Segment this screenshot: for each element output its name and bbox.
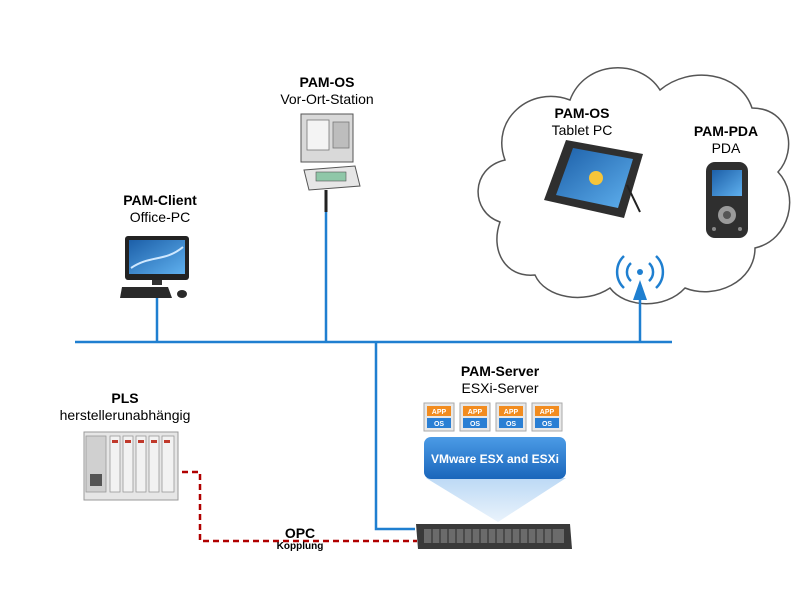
vm-tile: APP OS: [531, 402, 563, 432]
node-subtitle: PDA: [711, 140, 741, 156]
svg-text:APP: APP: [504, 409, 519, 416]
pam-pda-label: PAM-PDA PDA: [676, 123, 776, 157]
field-station-icon: [300, 113, 361, 212]
coupling-title: OPC: [284, 525, 316, 541]
vm-tile: APP OS: [495, 402, 527, 432]
svg-text:APP: APP: [432, 409, 447, 416]
pda-icon: [706, 162, 748, 238]
wireless-antenna-icon: [615, 255, 665, 300]
node-subtitle: Office-PC: [129, 209, 191, 225]
node-subtitle: ESXi-Server: [461, 380, 539, 396]
office-pc-icon: [120, 236, 189, 298]
vmware-bar: VMware ESX and ESXi: [424, 437, 566, 479]
coupling-subtitle: Kopplung: [276, 541, 324, 552]
svg-text:OS: OS: [542, 421, 552, 428]
cloud-shape: [477, 67, 791, 305]
virtualization-cone: [426, 478, 566, 522]
vmware-label: VMware ESX and ESXi: [431, 452, 559, 466]
node-title: PAM-PDA: [693, 123, 759, 139]
pam-os-station-label: PAM-OS Vor-Ort-Station: [262, 74, 392, 108]
node-title: PAM-Client: [123, 192, 197, 208]
node-title: PLS: [111, 390, 139, 406]
node-title: PAM-OS: [554, 105, 610, 121]
svg-text:OS: OS: [434, 421, 444, 428]
svg-text:APP: APP: [468, 409, 483, 416]
pam-server-label: PAM-Server ESXi-Server: [440, 363, 560, 397]
server-icon: [416, 524, 572, 549]
node-subtitle: herstellerunabhängig: [59, 407, 191, 423]
node-subtitle: Tablet PC: [551, 122, 613, 138]
opc-coupling-line: [182, 470, 417, 543]
svg-text:OS: OS: [470, 421, 480, 428]
pam-client-label: PAM-Client Office-PC: [95, 192, 225, 226]
node-title: PAM-Server: [460, 363, 540, 379]
opc-coupling-label: OPC Kopplung: [250, 526, 350, 553]
node-subtitle: Vor-Ort-Station: [280, 91, 374, 107]
vm-tile: APP OS: [459, 402, 491, 432]
pls-label: PLS herstellerunabhängig: [40, 390, 210, 424]
tablet-pc-icon: [544, 140, 643, 218]
network-bus: [75, 212, 672, 531]
svg-text:OS: OS: [506, 421, 516, 428]
pam-os-tablet-label: PAM-OS Tablet PC: [532, 105, 632, 139]
vm-tile: APP OS: [423, 402, 455, 432]
svg-text:APP: APP: [540, 409, 555, 416]
pls-controller-icon: [83, 431, 179, 501]
node-title: PAM-OS: [299, 74, 355, 90]
